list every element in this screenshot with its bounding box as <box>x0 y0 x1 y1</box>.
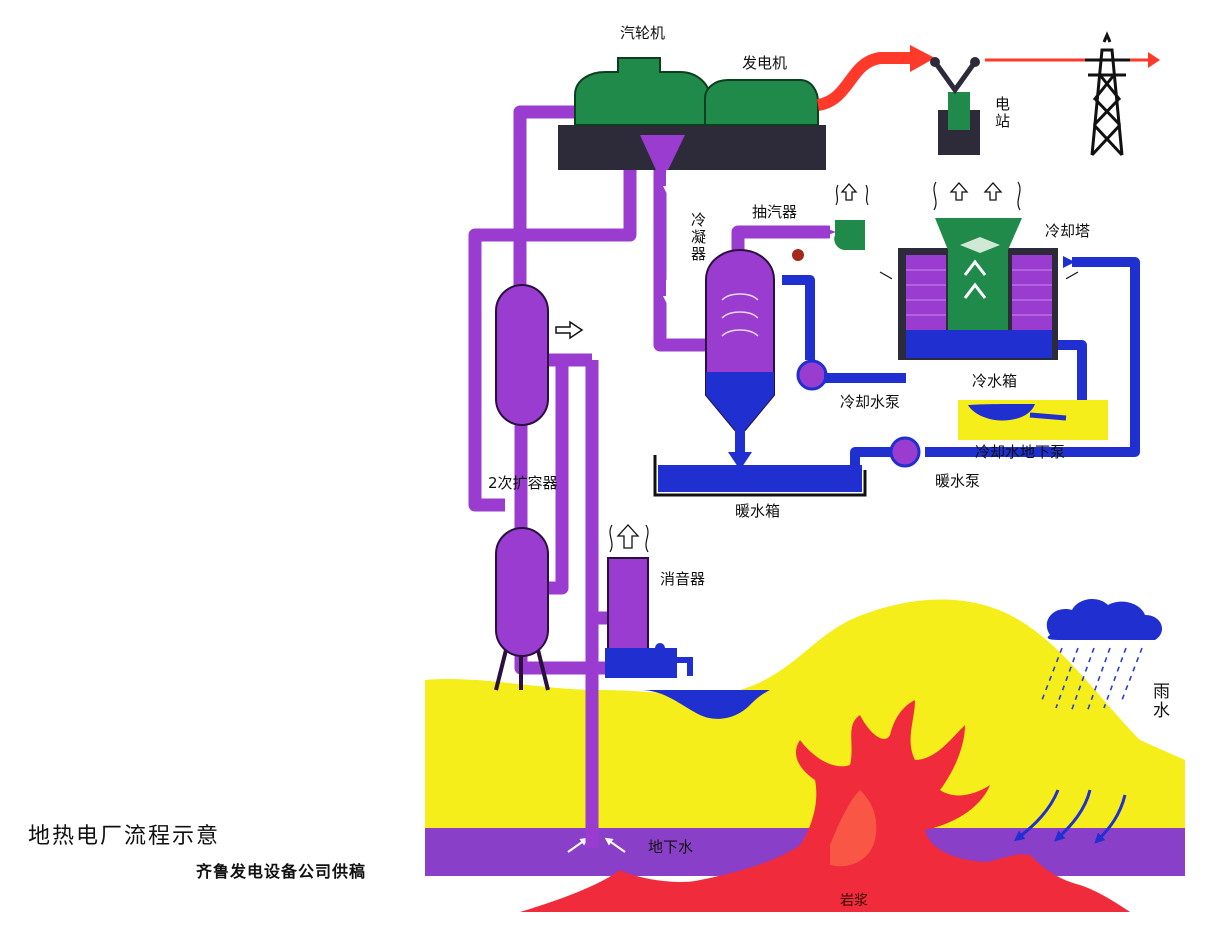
pipe-warm-pump-to-tower <box>925 257 1140 457</box>
underground-basin <box>968 404 1035 421</box>
station-connector <box>932 60 978 95</box>
rain-water-label: 雨水 <box>1149 682 1169 720</box>
tower-core <box>935 218 1022 330</box>
inflow-arrow-icon <box>555 320 584 340</box>
muffler-label: 消音器 <box>660 570 706 588</box>
cloud-icon <box>1046 598 1163 640</box>
machine-base <box>558 125 826 170</box>
turbine-label: 汽轮机 <box>620 24 666 42</box>
condenser-valve-icon <box>792 249 804 261</box>
water-pipes <box>782 257 1140 470</box>
power-station-label: 电站 <box>993 96 1011 130</box>
warm-tank-frame <box>653 455 867 497</box>
pipe-tank-to-warm-pump <box>850 447 895 470</box>
tower-fill-left <box>906 255 946 330</box>
extractor-body <box>834 220 865 250</box>
separator-legs <box>494 649 550 691</box>
cold-water-basin <box>906 330 1052 358</box>
generator-body <box>704 79 819 126</box>
condenser-outlet-arrow-icon <box>728 452 752 470</box>
secondary-expander-label: 2次扩容器 <box>488 474 558 492</box>
pipe-turbine-to-separator <box>468 135 637 512</box>
generator-label: 发电机 <box>742 54 788 72</box>
muffler-vent-arrow-icon <box>616 524 640 549</box>
condenser <box>663 170 804 470</box>
condenser-water <box>706 372 774 430</box>
tower-vapor-arrow-left-icon <box>949 182 969 201</box>
groundwater-arrow-right <box>604 837 626 853</box>
pipe-cooling-pump-to-condenser <box>782 275 815 360</box>
muffler-basin <box>605 648 677 678</box>
diagram-credit: 齐鲁发电设备公司供稿 <box>196 862 367 881</box>
warm-water-pump-icon <box>889 436 921 468</box>
power-arrow-icon <box>910 45 935 72</box>
tower-fan-icon <box>960 237 1000 253</box>
pipe-underground-pump-up <box>1058 340 1087 405</box>
groundwater-label: 地下水 <box>648 838 694 856</box>
cooling-water-pump-label: 冷却水泵 <box>840 393 901 411</box>
condenser-sprays <box>721 293 759 337</box>
yellow-earth <box>425 599 1185 830</box>
lower-separator-vessel <box>495 527 549 657</box>
turbine-body <box>574 57 711 126</box>
steam-pipes <box>468 105 830 848</box>
cooling-tower <box>879 181 1079 360</box>
warm-water-tank-label: 暖水箱 <box>735 502 781 520</box>
warm-water-pump-label: 暖水泵 <box>935 472 981 490</box>
pipe-exhaust-to-condenser <box>653 170 712 352</box>
pipe-turbine-inlet <box>513 105 590 340</box>
muffler-body <box>607 557 649 657</box>
magma-label: 岩浆 <box>840 893 868 909</box>
cooling-tower-label: 冷却塔 <box>1045 222 1091 240</box>
surface-pond <box>640 690 770 719</box>
magma-body <box>520 700 1130 912</box>
transmission-tower-icon <box>1085 31 1130 157</box>
steam-extractor-label: 抽汽器 <box>752 203 798 221</box>
extractor-vent-arrow-icon <box>840 183 858 201</box>
tower-fill-right <box>1012 255 1052 330</box>
tower-vapor-arrow-right-icon <box>983 182 1003 201</box>
diagram-title: 地热电厂流程示意 <box>28 824 221 849</box>
cold-water-tank-label: 冷水箱 <box>972 372 1018 390</box>
extractor-arrow-icon <box>820 226 836 238</box>
ground-layers <box>425 599 1185 912</box>
turbine-generator <box>558 45 1160 170</box>
groundwater-arrow-left <box>567 837 589 853</box>
steam-extractor <box>820 183 869 250</box>
rain-cloud <box>1041 598 1163 713</box>
warm-water-tank <box>653 455 867 497</box>
rain-drops <box>1041 647 1143 713</box>
infiltration-arrows <box>1013 789 1127 844</box>
tower-airflow-icon <box>963 259 987 299</box>
underground-pump-panel <box>958 400 1108 440</box>
magma-glow <box>830 790 877 867</box>
transmission-arrow-icon <box>1148 52 1160 68</box>
cooling-water-pump-icon <box>796 359 828 391</box>
secondary-expander <box>494 284 584 691</box>
pipe-lower-separator <box>545 365 569 595</box>
muffler <box>605 524 693 678</box>
underground-pump-label: 冷却水地下泵 <box>975 443 1066 461</box>
power-line <box>816 52 918 111</box>
station-core <box>948 92 970 130</box>
power-station <box>930 57 980 155</box>
upper-separator-vessel <box>495 284 549 426</box>
exhaust-funnel <box>640 135 685 170</box>
condenser-label: 冷凝器 <box>689 212 707 263</box>
warm-tank-water <box>658 465 862 492</box>
